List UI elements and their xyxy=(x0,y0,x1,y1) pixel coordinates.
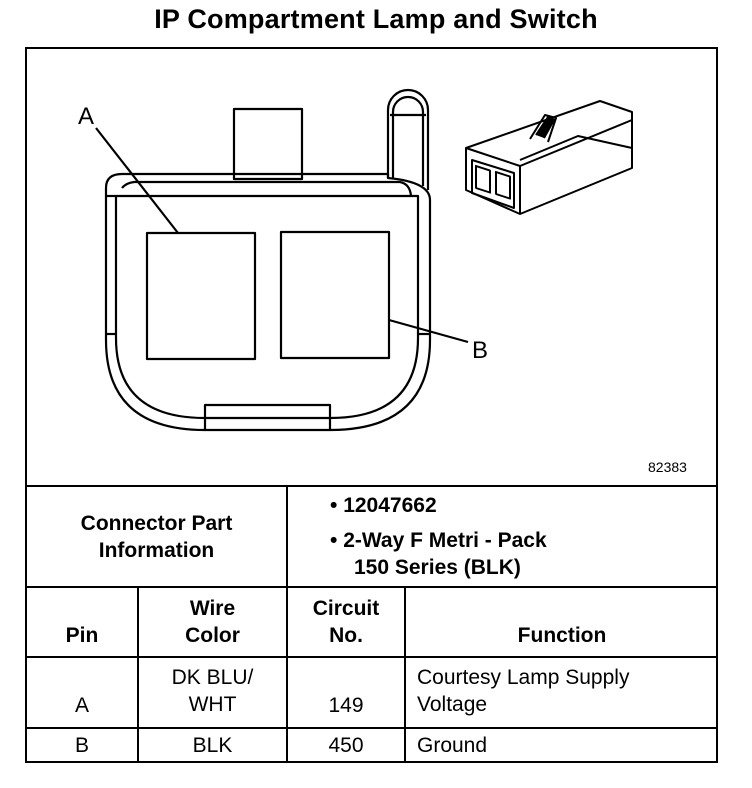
table-col-divider-3 xyxy=(404,586,406,763)
callout-b-label: B xyxy=(472,337,488,364)
figure-number: 82383 xyxy=(648,459,687,475)
connector-iso-view xyxy=(465,100,633,215)
connector-body-inner xyxy=(114,194,420,420)
connector-body-outer xyxy=(104,172,432,432)
diagram-frame xyxy=(25,47,718,763)
table-row-b-pin: B xyxy=(74,734,89,757)
table-row-a-wire-color: DK BLU/ WHT xyxy=(171,666,254,716)
bullet-glyph: • xyxy=(330,494,338,517)
table-row-b-wire-color: BLK xyxy=(192,734,233,757)
table-info-divider xyxy=(286,485,288,586)
callout-a-label: A xyxy=(78,103,94,130)
leader-line-a xyxy=(95,127,179,234)
leader-line-b xyxy=(388,318,469,344)
table-row-b-function: Ground xyxy=(417,734,488,757)
table-info-bottom-rule xyxy=(25,586,718,588)
connector-latch xyxy=(386,88,430,190)
connector-info-details: • 12047662 • 2-Way F Metri - Pack 150 Se… xyxy=(330,492,710,581)
cavity-a xyxy=(145,231,257,361)
connector-info-label: Connector Part Information xyxy=(80,512,233,562)
header-wire-color: Wire Color xyxy=(185,597,240,647)
connector-description-line2: 150 Series (BLK) xyxy=(354,556,521,579)
table-col-divider-2 xyxy=(286,586,288,763)
table-col-divider-1 xyxy=(137,586,139,763)
page-title: IP Compartment Lamp and Switch xyxy=(154,4,598,34)
table-row-a-bottom-rule xyxy=(25,727,718,729)
connector-description-line1: 2-Way F Metri - Pack xyxy=(343,529,547,552)
table-row-a-function: Courtesy Lamp Supply Voltage xyxy=(417,666,630,716)
connector-top-tab xyxy=(232,107,304,181)
header-pin: Pin xyxy=(65,624,99,647)
table-top-rule xyxy=(25,485,718,487)
table-row-a-pin: A xyxy=(74,694,89,717)
table-row-a-circuit: 149 xyxy=(328,694,364,717)
header-function: Function xyxy=(517,624,607,647)
table-header-bottom-rule xyxy=(25,656,718,658)
connector-bottom-tab xyxy=(203,403,332,430)
header-circuit-no: Circuit No. xyxy=(312,597,380,647)
bullet-glyph: • xyxy=(330,529,338,552)
connector-part-number: 12047662 xyxy=(343,494,437,517)
table-row-b-circuit: 450 xyxy=(328,734,364,757)
cavity-b xyxy=(279,230,391,360)
